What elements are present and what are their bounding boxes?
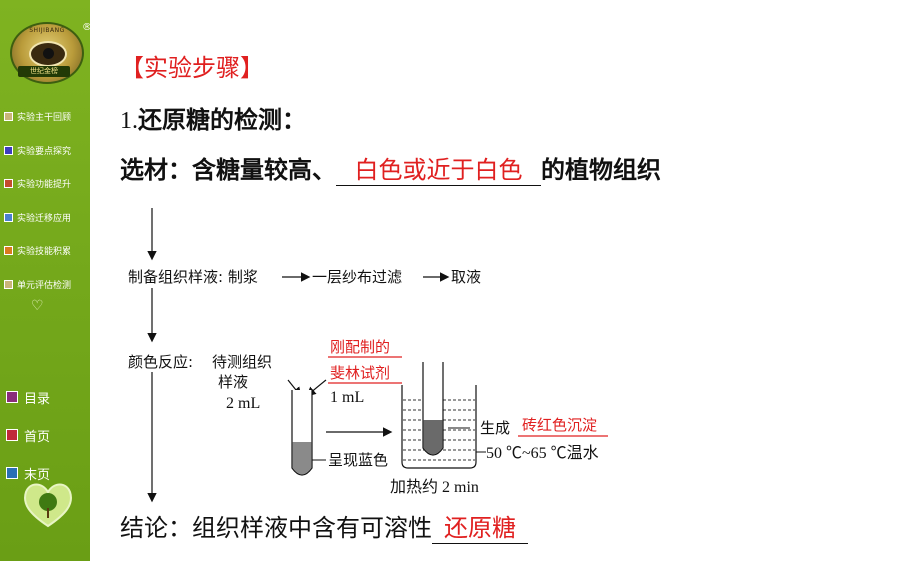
conclusion-line: 结论：组织样液中含有可溶性还原糖	[120, 508, 528, 544]
nav-label: 目录	[24, 391, 51, 407]
menu-item-explore[interactable]: 实验要点探究	[4, 134, 71, 168]
registered-mark: ®	[82, 22, 92, 33]
result-prefix: 生成	[480, 419, 510, 437]
material-answer: 白色或近于白色	[336, 150, 541, 186]
nav-contents-button[interactable]: 目录	[6, 378, 50, 416]
nav-last-page-button[interactable]: 末页	[6, 454, 50, 492]
slide-content: 【实验步骤】 1.还原糖的检测： 选材：含糖量较高、白色或近于白色的植物组织 制…	[90, 0, 900, 561]
section-heading: 【实验步骤】	[120, 56, 264, 82]
menu-item-apply[interactable]: 实验迁移应用	[4, 201, 71, 235]
menu-item-label: 实验要点探究	[17, 146, 72, 157]
step-prepare-text: 制备组织样液: 制浆	[128, 268, 258, 286]
water-bath-label: 50 ℃~65 ℃温水	[486, 444, 599, 462]
step-number: 1.	[120, 108, 138, 134]
square-bullet-icon	[4, 145, 13, 155]
square-bullet-icon	[4, 179, 13, 189]
logo-text: SHIJIBANG	[29, 27, 65, 34]
heart-icon: ♡	[31, 298, 44, 314]
step-title: 1.还原糖的检测：	[120, 100, 306, 135]
nav-first-page-button[interactable]: 首页	[6, 416, 50, 454]
nav-label: 首页	[24, 429, 51, 445]
test-tube-icon	[422, 362, 444, 456]
step-extract-text: 取液	[451, 268, 481, 286]
material-line: 选材：含糖量较高、白色或近于白色的植物组织	[120, 150, 661, 186]
menu-item-label: 单元评估检测	[17, 280, 72, 291]
square-bullet-icon	[6, 391, 18, 403]
eye-icon	[29, 41, 67, 67]
reagent-label-1: 刚配制的	[330, 338, 390, 356]
material-prefix: 选材：含糖量较高、	[120, 158, 336, 184]
square-bullet-icon	[6, 429, 18, 441]
experiment-diagram: 制备组织样液: 制浆 一层纱布过滤 取液 颜色反应: 待测组织 样液 2 mL …	[128, 208, 608, 503]
step-title-text: 还原糖的检测：	[138, 108, 306, 134]
heart-tree-icon	[24, 483, 72, 528]
square-bullet-icon	[4, 112, 13, 122]
menu-item-improve[interactable]: 实验功能提升	[4, 167, 71, 201]
heat-time-label: 加热约 2 min	[390, 478, 479, 496]
test-tube-icon	[291, 390, 313, 476]
color-reaction-label: 颜色反应:	[128, 353, 193, 371]
reagent-label-2: 斐林试剂	[330, 364, 390, 382]
square-bullet-icon	[6, 467, 18, 479]
blue-color-label: 呈现蓝色	[328, 451, 388, 469]
sample-label-2: 样液	[218, 373, 248, 391]
menu-item-label: 实验技能积累	[17, 247, 72, 258]
menu-item-review[interactable]: 实验主干回顾	[4, 100, 71, 134]
square-bullet-icon	[4, 212, 13, 222]
nav-label: 末页	[24, 467, 51, 483]
step-filter-text: 一层纱布过滤	[312, 268, 402, 286]
sample-volume: 2 mL	[226, 395, 260, 412]
result-answer: 砖红色沉淀	[522, 416, 597, 434]
sample-label-1: 待测组织	[212, 353, 272, 371]
menu-item-label: 实验功能提升	[17, 180, 72, 191]
menu-item-skills[interactable]: 实验技能积累	[4, 234, 71, 268]
square-bullet-icon	[4, 246, 13, 256]
logo-band: 世纪金榜	[18, 66, 70, 77]
material-suffix: 的植物组织	[541, 158, 661, 184]
sidebar: SHIJIBANG ® 世纪金榜 实验主干回顾 实验要点探究 实验功能提升 实验…	[0, 0, 92, 561]
reagent-volume: 1 mL	[330, 389, 364, 406]
sidebar-menu: 实验主干回顾 实验要点探究 实验功能提升 实验迁移应用 实验技能积累 单元评估检…	[4, 100, 71, 301]
conclusion-answer: 还原糖	[432, 508, 528, 544]
square-bullet-icon	[4, 279, 13, 289]
menu-item-assessment[interactable]: 单元评估检测	[4, 268, 71, 302]
conclusion-prefix: 结论：组织样液中含有可溶性	[120, 516, 432, 542]
menu-item-label: 实验迁移应用	[17, 213, 72, 224]
menu-item-label: 实验主干回顾	[17, 113, 72, 124]
slide-nav: 目录 首页 末页	[6, 378, 50, 492]
